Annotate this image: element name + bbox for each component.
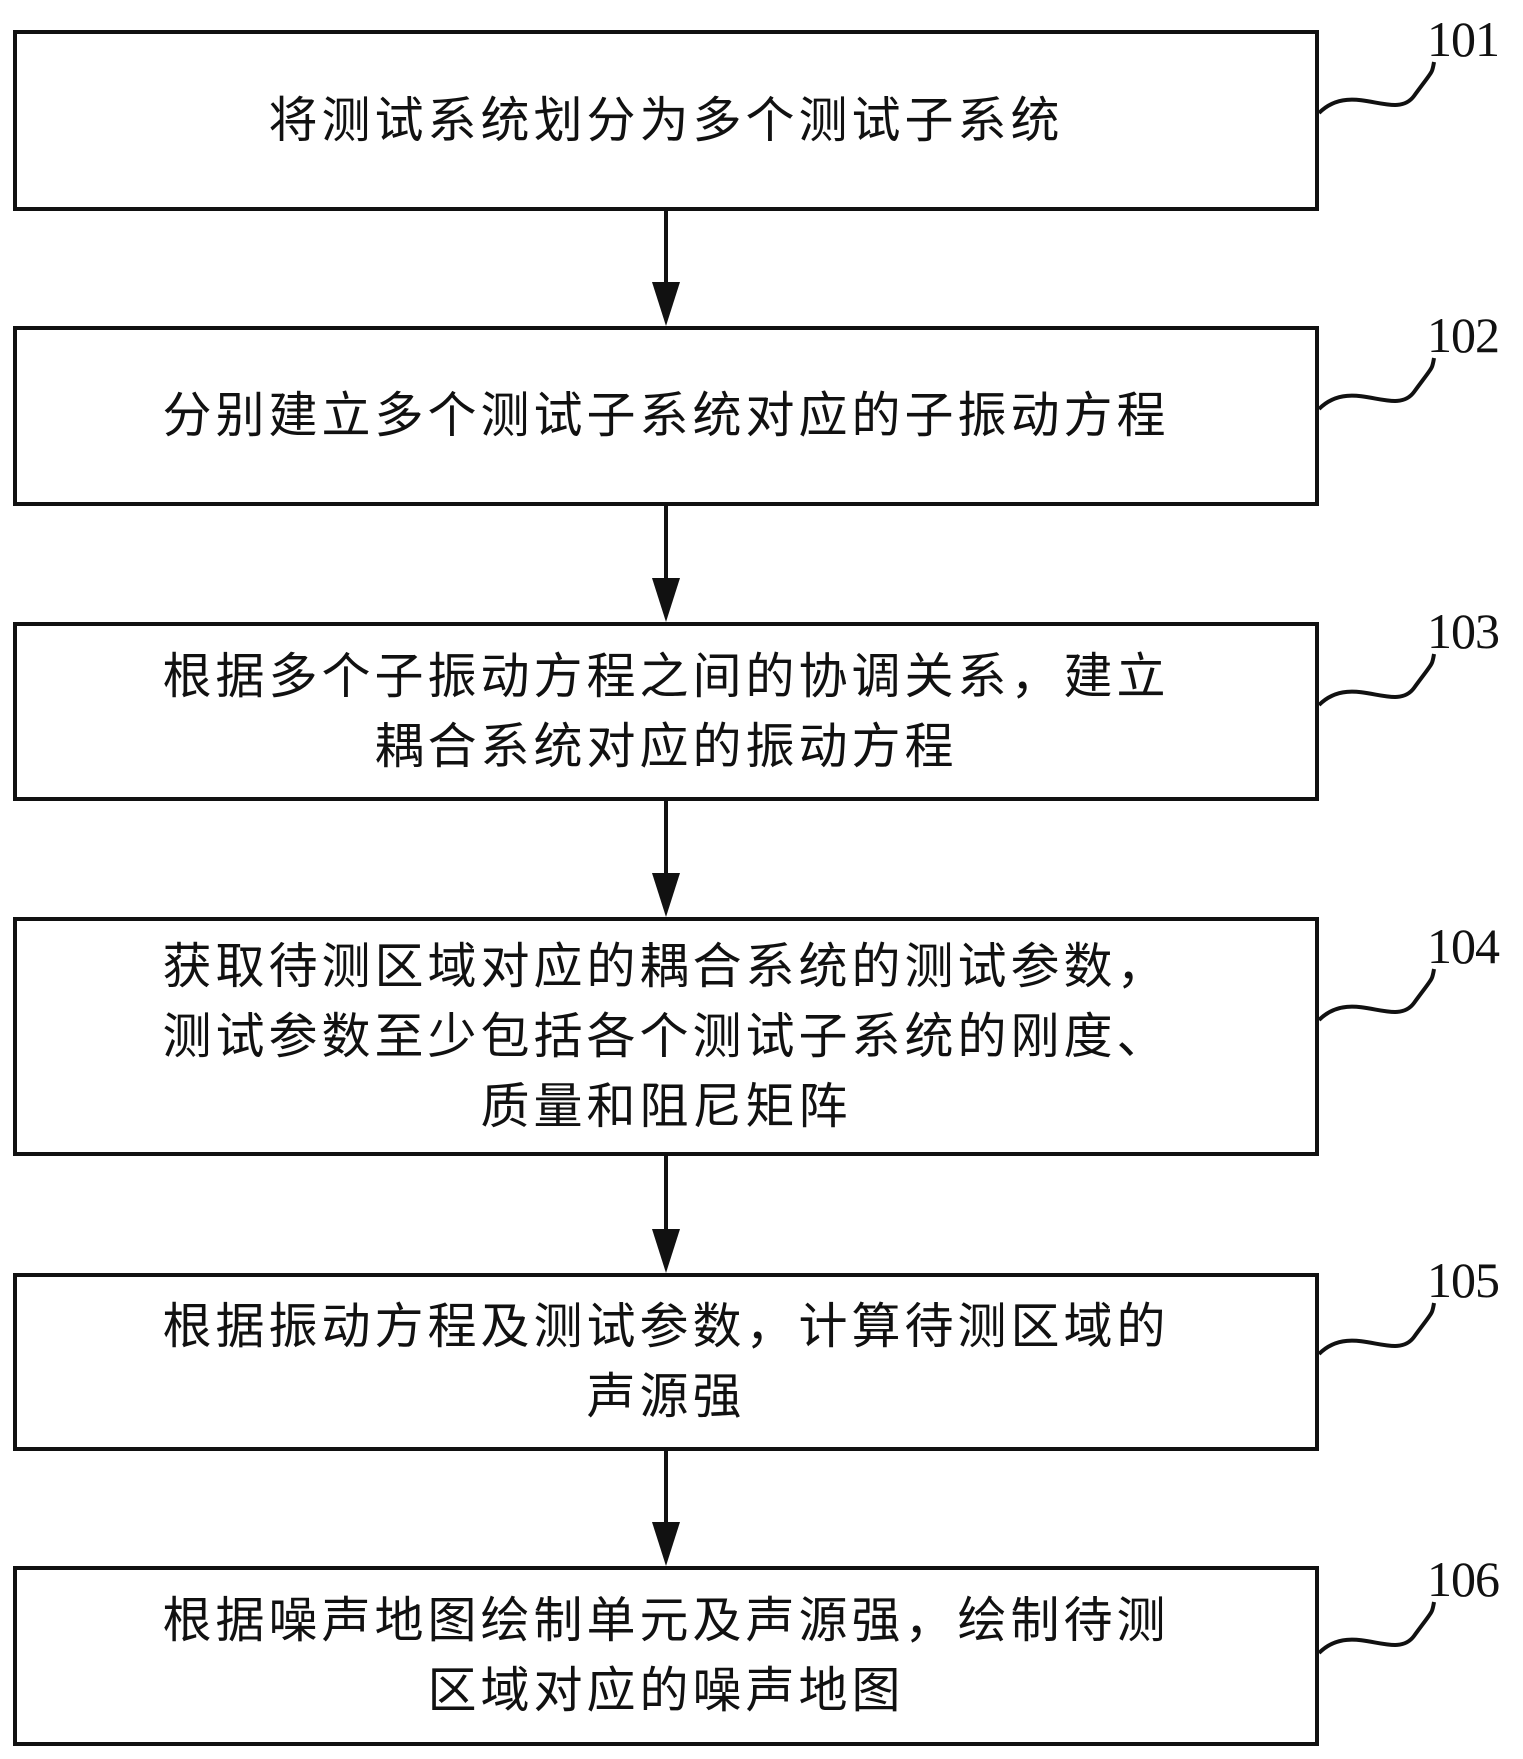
leader-105 [1319,1303,1434,1354]
step-text-106: 根据噪声地图绘制单元及声源强，绘制待测 区域对应的噪声地图 [46,1586,1286,1726]
step-box-103: 根据多个子振动方程之间的协调关系，建立 耦合系统对应的振动方程 [13,622,1319,801]
leader-104 [1319,969,1434,1020]
step-number-102: 102 [1427,310,1499,360]
step-text-105: 根据振动方程及测试参数，计算待测区域的 声源强 [46,1292,1286,1432]
step-box-106: 根据噪声地图绘制单元及声源强，绘制待测 区域对应的噪声地图 [13,1566,1319,1746]
step-text-104: 获取待测区域对应的耦合系统的测试参数， 测试参数至少包括各个测试子系统的刚度、 … [46,932,1286,1142]
arrow-105-106 [652,1451,680,1566]
step-number-103: 103 [1427,606,1499,656]
step-number-105: 105 [1427,1255,1499,1305]
arrow-103-104 [652,801,680,917]
step-number-104: 104 [1427,921,1499,971]
step-box-102: 分别建立多个测试子系统对应的子振动方程 [13,326,1319,506]
step-text-102: 分别建立多个测试子系统对应的子振动方程 [46,381,1286,451]
leader-101 [1319,62,1434,113]
step-number-101: 101 [1427,14,1499,64]
leader-102 [1319,358,1434,409]
arrow-102-103 [652,506,680,622]
step-number-106: 106 [1427,1554,1499,1604]
step-box-104: 获取待测区域对应的耦合系统的测试参数， 测试参数至少包括各个测试子系统的刚度、 … [13,917,1319,1156]
step-box-101: 将测试系统划分为多个测试子系统 [13,30,1319,211]
arrow-104-105 [652,1156,680,1273]
arrow-101-102 [652,211,680,326]
leader-103 [1319,654,1434,705]
leader-106 [1319,1602,1434,1653]
step-text-101: 将测试系统划分为多个测试子系统 [46,86,1286,156]
step-text-103: 根据多个子振动方程之间的协调关系，建立 耦合系统对应的振动方程 [46,642,1286,782]
step-box-105: 根据振动方程及测试参数，计算待测区域的 声源强 [13,1273,1319,1451]
